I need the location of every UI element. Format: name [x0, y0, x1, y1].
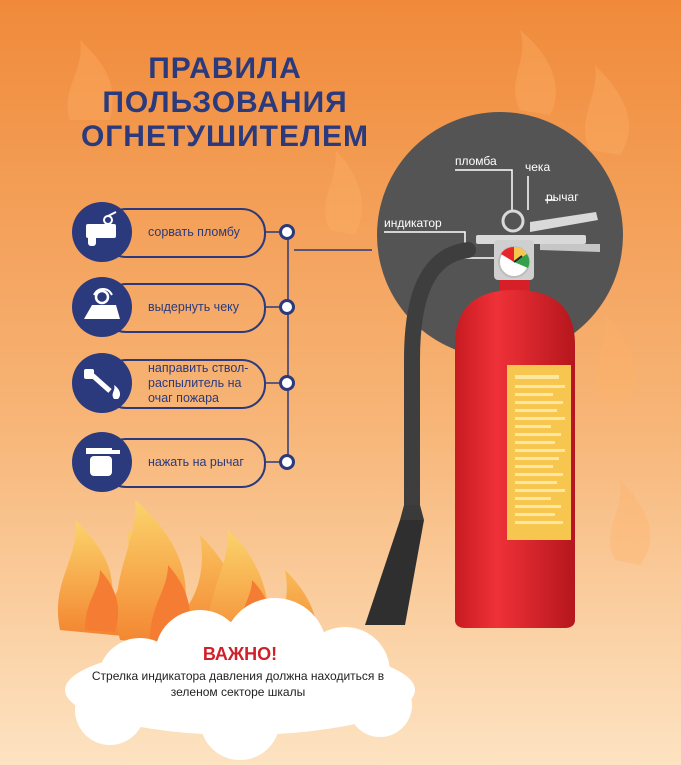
- title-line-3: ОГНЕТУШИТЕЛЕМ: [80, 120, 370, 153]
- step-2: выдернуть чеку: [72, 277, 266, 337]
- nozzle-aim-icon: [72, 353, 132, 413]
- step-3: направить ствол-распылитель на очаг пожа…: [72, 353, 266, 413]
- lever-press-icon: [72, 432, 132, 492]
- label-pin: чека: [525, 160, 551, 174]
- label-seal: пломба: [455, 154, 497, 168]
- step-1-dot: [279, 224, 295, 240]
- hose: [404, 242, 476, 523]
- pin-pull-icon: [72, 277, 132, 337]
- background-flames: [67, 30, 651, 565]
- important-heading: ВАЖНО!: [202, 644, 278, 664]
- nozzle: [365, 520, 424, 625]
- lever: [530, 212, 598, 232]
- step-2-text: выдернуть чеку: [148, 299, 240, 314]
- step-3-text: направить ствол-распылитель на очаг пожа…: [148, 360, 249, 405]
- step-4-text: нажать на рычаг: [148, 454, 244, 469]
- step-4: нажать на рычаг: [72, 432, 266, 492]
- title-line-2: ПОЛЬЗОВАНИЯ: [102, 86, 348, 119]
- step-3-dot: [279, 375, 295, 391]
- label-lever: рычаг: [546, 190, 579, 204]
- step-1-text: сорвать пломбу: [148, 224, 240, 239]
- step-4-dot: [279, 454, 295, 470]
- important-cloud: [65, 598, 415, 760]
- step-2-dot: [279, 299, 295, 315]
- label-indicator: индикатор: [384, 216, 442, 230]
- label-panel-lines: [515, 375, 565, 524]
- important-note: Стрелка индикатора давления должна наход…: [91, 669, 385, 699]
- pin-ring: [501, 209, 525, 233]
- title-line-1: ПРАВИЛА: [148, 52, 302, 85]
- step-1: сорвать пломбу: [72, 202, 266, 262]
- seal-pull-icon: [72, 202, 132, 262]
